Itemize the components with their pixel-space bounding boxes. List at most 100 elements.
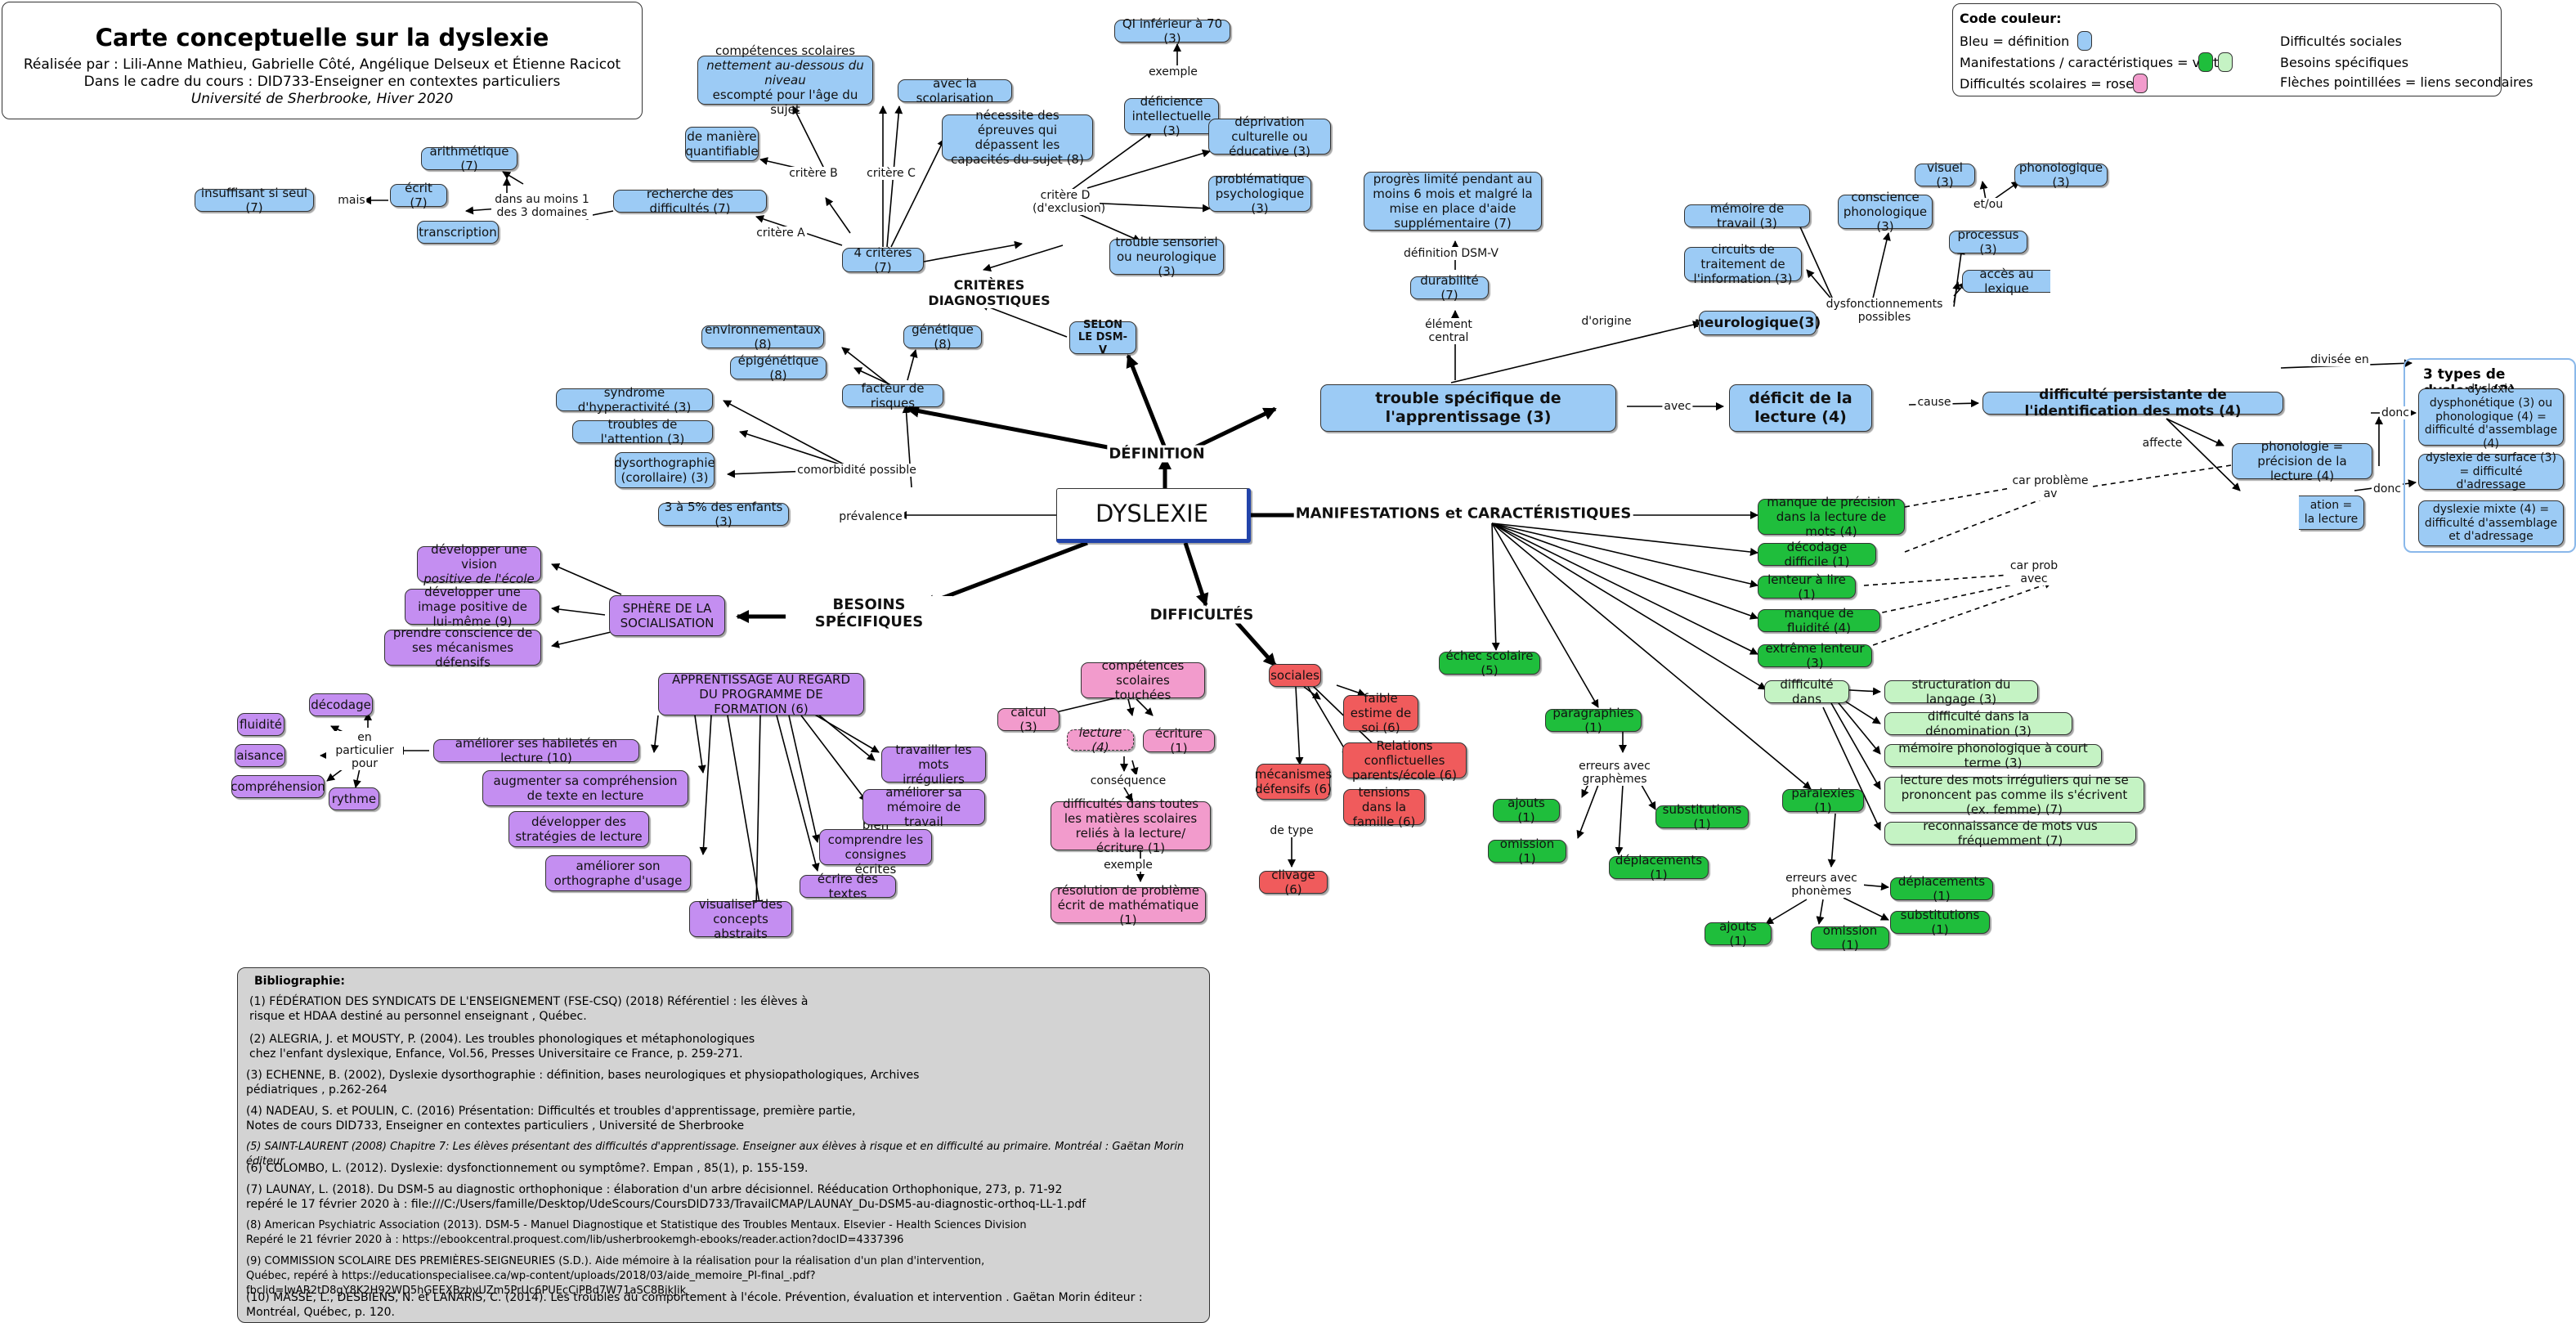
- label-difficultes: DIFFICULTÉS: [1148, 606, 1256, 624]
- node-qi-inferieur: QI inférieur à 70 (3): [1114, 16, 1230, 46]
- reference-3: (3) ECHENNE, B. (2002), Dyslexie dysorth…: [246, 1069, 920, 1097]
- node-sociales: sociales: [1269, 664, 1321, 687]
- node-competences-scolaires: compétences scolaires nettement au-desso…: [697, 43, 873, 117]
- label-mais: mais: [336, 194, 367, 207]
- label-dans-domaines: dans au moins 1 des 3 domaines: [491, 193, 593, 219]
- label-criteres: CRITÈRES DIAGNOSTIQUES: [926, 277, 1052, 308]
- node-calcul: calcul (3): [997, 705, 1060, 734]
- label-consequence: conséquence: [1088, 774, 1168, 787]
- label-element-central: élément central: [1418, 318, 1479, 344]
- label-critere-b: critère B: [787, 167, 840, 180]
- node-substitutions-2: substitutions (1): [1890, 908, 1990, 937]
- node-syndrome-hyperactivite: syndrome d'hyperactivité (3): [556, 385, 713, 415]
- bibliography-title: Bibliographie:: [254, 975, 345, 988]
- node-durabilite: durabilité (7): [1410, 273, 1489, 303]
- node-necessite-epreuves: nécessite des épreuves qui dépassent les…: [942, 108, 1093, 167]
- node-difficulte-persistante: difficulté persistante de l'identificati…: [1982, 387, 2283, 419]
- node-reconnaissance-mots: reconnaissance de mots vus fréquemment (…: [1884, 818, 2136, 848]
- node-insuffisant: insuffisant si seul (7): [195, 186, 314, 215]
- node-circuits-traitement: circuits de traitement de l'information …: [1684, 242, 1802, 286]
- node-concepts-abstraits: visualiser des concepts abstraits: [689, 897, 792, 941]
- competences-line-1: compétences scolaires: [715, 43, 856, 58]
- legend-green-swatch: [2198, 52, 2213, 72]
- label-critere-d: critère D (d'exclusion): [1031, 189, 1106, 215]
- node-cut-lecture: ation = la lecture: [2299, 496, 2364, 530]
- node-clivage: clivage (6): [1259, 868, 1328, 897]
- node-dysorthographie: dysorthographie (corollaire) (3): [614, 452, 715, 488]
- node-sphere-socialisation: SPHÈRE DE LA SOCIALISATION: [609, 595, 725, 636]
- label-origine: d'origine: [1579, 315, 1633, 328]
- bibliography-box: Bibliographie: (1) FÉDÉRATION DES SYNDIC…: [237, 967, 1210, 1323]
- node-aisance: aisance: [235, 744, 285, 767]
- vision-line-1: développer une vision: [431, 542, 527, 572]
- node-competences-touchees: compétences scolaires touchées: [1081, 658, 1205, 702]
- competences-line-2: nettement au-dessous du niveau: [706, 58, 864, 87]
- reference-4: (4) NADEAU, S. et POULIN, C. (2016) Prés…: [246, 1105, 856, 1132]
- reference-8: (8) American Psychiatric Association (20…: [246, 1219, 1027, 1246]
- legend-pink-swatch: [2133, 74, 2148, 93]
- node-strategies-lecture: développer des stratégies de lecture: [508, 811, 649, 847]
- node-dyslexie-mixte: dyslexie mixte (4) = difficulté d'assemb…: [2418, 500, 2564, 546]
- node-visuel: visuel (3): [1915, 160, 1975, 190]
- node-4-criteres: 4 critères (7): [842, 245, 924, 275]
- node-transcription: transcription: [417, 221, 499, 244]
- reference-9: (9) COMMISSION SCOLAIRE DES PREMIÈRES-SE…: [246, 1255, 985, 1297]
- label-car-probleme-1: car problème av: [2008, 474, 2093, 500]
- label-erreurs-graphemes: erreurs avec graphèmes: [1572, 760, 1657, 786]
- node-arithmetique: arithmétique (7): [421, 144, 517, 173]
- node-phonologie-precision: phonologie = précision de la lecture (4): [2232, 439, 2372, 483]
- node-deplacements-1: déplacements (1): [1609, 853, 1709, 882]
- legend-blue-swatch: [2077, 31, 2092, 51]
- node-prevalence: 3 à 5% des enfants (3): [658, 500, 789, 529]
- node-memoire-travail: mémoire de travail (3): [1684, 201, 1810, 231]
- reference-2: (2) ALEGRIA, J. et MOUSTY, P. (2004). Le…: [249, 1033, 755, 1061]
- label-avec: avec: [1662, 400, 1693, 413]
- label-divisee: divisée en: [2309, 353, 2371, 366]
- label-critere-a: critère A: [755, 226, 807, 240]
- node-avec-scolarisation: avec la scolarisation: [898, 76, 1012, 105]
- node-progres-limite: progrès limité pendant au moins 6 mois e…: [1364, 172, 1542, 231]
- reference-6: (6) COLOMBO, L. (2012). Dyslexie: dysfon…: [246, 1162, 809, 1175]
- legend-right-2: Besoins spécifiques: [2280, 55, 2409, 70]
- node-resolution-probleme: résolution de problème écrit de mathémat…: [1051, 883, 1206, 927]
- node-decodage-difficile: décodage difficile (1): [1758, 540, 1876, 569]
- label-definition: DÉFINITION: [1107, 445, 1207, 463]
- node-lecture: lecture (4): [1067, 725, 1134, 755]
- reference-7: (7) LAUNAY, L. (2018). Du DSM-5 au diagn…: [246, 1183, 1086, 1211]
- node-paragraphies: paragraphies (1): [1545, 706, 1642, 735]
- label-exemple-2: exemple: [1102, 859, 1154, 872]
- label-critere-c: critère C: [865, 167, 917, 180]
- node-ecrit: écrit (7): [390, 181, 447, 210]
- label-cause: cause: [1915, 396, 1953, 409]
- authors-line: Réalisée par : Lili-Anne Mathieu, Gabrie…: [23, 56, 621, 73]
- node-neurologique: neurologique(3): [1695, 311, 1821, 335]
- legend-pink: Difficultés scolaires = rose: [1960, 76, 2134, 92]
- node-manque-precision: manque de précision dans la lecture de m…: [1758, 495, 1905, 539]
- node-deprivation: déprivation culturelle ou éducative (3): [1208, 114, 1331, 159]
- node-ecrire-textes: écrire des textes: [800, 872, 896, 901]
- reference-5: (5) SAINT-LAURENT (2008) Chapitre 7: Les…: [246, 1141, 1185, 1168]
- legend-lightgreen-swatch: [2218, 52, 2233, 72]
- node-memoire-travail-besoin: améliorer sa mémoire de travail: [862, 785, 985, 829]
- node-lenteur-lire: lenteur à lire (1): [1758, 572, 1856, 602]
- node-ecriture: écriture (1): [1143, 726, 1215, 756]
- node-comprehension: compréhension: [231, 775, 325, 798]
- node-trouble-sensoriel: trouble sensoriel ou neurologique (3): [1109, 235, 1224, 279]
- label-dysfonctionnements: dysfonctionnements possibles: [1821, 298, 1947, 324]
- node-dyslexie: DYSLEXIE: [1056, 488, 1251, 543]
- node-vision-positive: développer une vision positive de l'écol…: [417, 542, 541, 586]
- reference-10: (10) MASSÉ, L., DESBIENS, N. et LANARIS,…: [246, 1291, 1143, 1319]
- node-ajouts-1: ajouts (1): [1493, 796, 1560, 825]
- legend-right-1: Difficultés sociales: [2280, 34, 2402, 49]
- node-mots-irreguliers-besoin: travailler les mots irréguliers: [881, 742, 986, 787]
- node-conscience-phono: conscience phonologique (3): [1838, 190, 1933, 234]
- node-problematique-psy: problématique psychologique (3): [1208, 172, 1311, 216]
- competences-line-3: escompté pour l'âge du sujet: [712, 87, 858, 117]
- node-apprentissage: APPRENTISSAGE AU REGARD DU PROGRAMME DE …: [658, 672, 864, 716]
- label-prevalence: prévalence: [837, 510, 904, 523]
- node-omission-1: omission (1): [1488, 836, 1566, 866]
- node-deplacements-2: déplacements (1): [1890, 874, 1993, 904]
- node-omission-2: omission (1): [1811, 923, 1889, 953]
- label-manifestations: MANIFESTATIONS et CARACTÉRISTIQUES: [1293, 505, 1633, 522]
- node-substitutions-1: substitutions (1): [1655, 802, 1749, 832]
